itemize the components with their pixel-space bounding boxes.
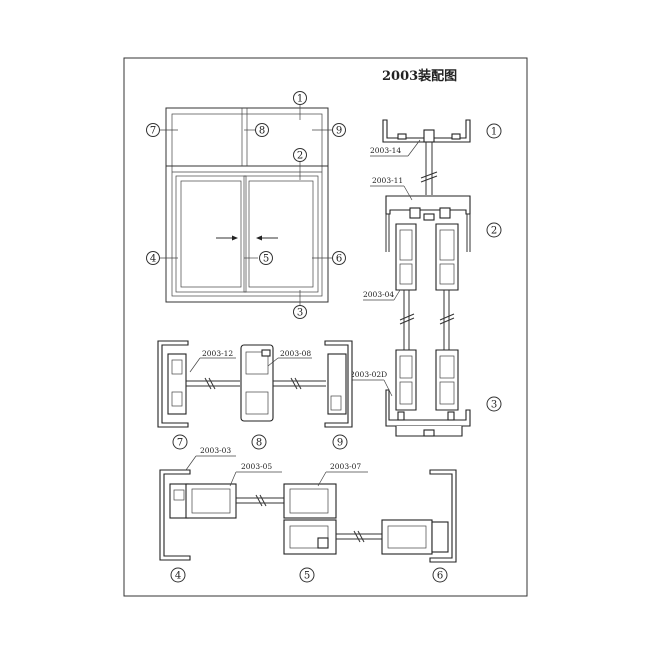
- callout-3-section: 3: [486, 396, 502, 412]
- svg-text:6: 6: [437, 571, 443, 582]
- part-label-2003-04: 2003-04: [363, 290, 394, 299]
- svg-text:9: 9: [336, 126, 342, 137]
- callout-2-elevation: 2: [293, 148, 307, 162]
- svg-text:2: 2: [297, 151, 303, 162]
- svg-text:8: 8: [256, 438, 262, 449]
- callout-7-section: 7: [172, 434, 188, 450]
- callout-9-section: 9: [332, 434, 348, 450]
- vertical-section: [349, 119, 471, 437]
- svg-text:3: 3: [491, 400, 497, 411]
- part-label-2003-02d: 2003-02D: [350, 370, 387, 379]
- svg-text:2: 2: [491, 226, 497, 237]
- callout-3-elevation: 3: [293, 305, 307, 319]
- svg-text:7: 7: [177, 438, 183, 449]
- svg-text:4: 4: [175, 571, 181, 582]
- callout-4-section: 4: [170, 567, 186, 583]
- part-label-2003-07: 2003-07: [330, 462, 361, 471]
- part-label-2003-12: 2003-12: [202, 349, 233, 358]
- callout-5-section: 5: [299, 567, 315, 583]
- callout-7-elevation: 7: [146, 123, 160, 137]
- svg-text:5: 5: [263, 254, 269, 265]
- section-4-5-6: [159, 455, 457, 563]
- section-7-8-9: [157, 340, 353, 428]
- callout-2-section: 2: [486, 222, 502, 238]
- svg-text:4: 4: [150, 254, 156, 265]
- callout-4-elevation: 4: [146, 251, 160, 265]
- callout-1-section: 1: [486, 123, 502, 139]
- callout-6-section: 6: [432, 567, 448, 583]
- part-label-2003-11: 2003-11: [372, 176, 403, 185]
- svg-text:1: 1: [297, 94, 303, 105]
- svg-text:3: 3: [297, 308, 303, 319]
- callout-5-elevation: 5: [259, 251, 273, 265]
- callout-9-elevation: 9: [332, 123, 346, 137]
- svg-text:7: 7: [150, 126, 156, 137]
- part-label-2003-03: 2003-03: [200, 446, 231, 455]
- callout-1-elevation: 1: [293, 91, 307, 105]
- svg-text:8: 8: [259, 126, 265, 137]
- svg-text:9: 9: [337, 438, 343, 449]
- callout-8-elevation: 8: [255, 123, 269, 137]
- window-elevation: [160, 104, 332, 306]
- part-label-2003-05: 2003-05: [241, 462, 272, 471]
- svg-text:5: 5: [304, 571, 310, 582]
- sheet-border: [123, 57, 528, 597]
- part-label-2003-08: 2003-08: [280, 349, 311, 358]
- drawing-title: 2003装配图: [382, 68, 457, 84]
- part-label-2003-14: 2003-14: [370, 146, 401, 155]
- callout-6-elevation: 6: [332, 251, 346, 265]
- svg-text:1: 1: [491, 127, 497, 138]
- svg-text:6: 6: [336, 254, 342, 265]
- callout-8-section: 8: [251, 434, 267, 450]
